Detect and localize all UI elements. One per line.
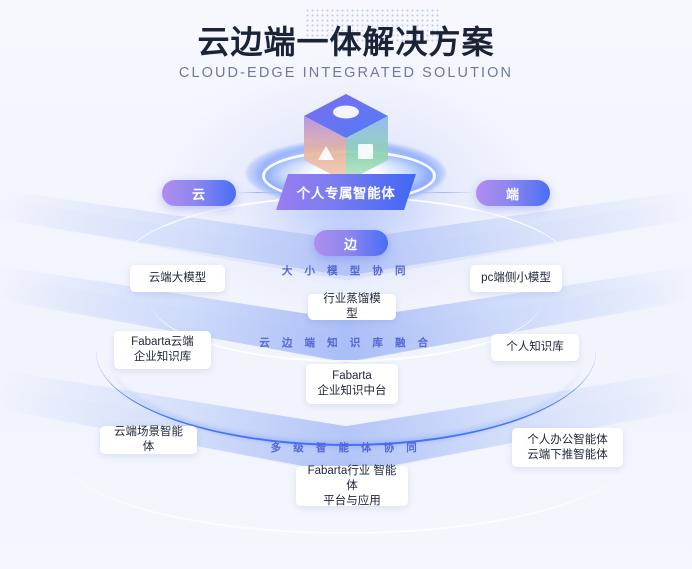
- card-tier3-left[interactable]: 云端场景智能体: [100, 426, 197, 454]
- card-line: 个人知识库: [506, 341, 564, 353]
- hero-cube: [296, 88, 396, 188]
- pill-edge-label: 边: [343, 236, 358, 252]
- card-line: 云端下推智能体: [527, 448, 608, 461]
- page-subtitle: CLOUD-EDGE INTEGRATED SOLUTION: [178, 65, 514, 81]
- card-tier2-center[interactable]: Fabarta 企业知识中台: [306, 364, 398, 404]
- card-tier3-center[interactable]: Fabarta行业 智能体 平台与应用: [296, 464, 408, 507]
- card-tier1-left[interactable]: 云端大模型: [130, 265, 225, 292]
- card-line: pc端侧小模型: [481, 272, 551, 284]
- card-tier2-right[interactable]: 个人知识库: [491, 334, 579, 361]
- pill-device[interactable]: 端: [476, 180, 550, 206]
- connector-left: [236, 192, 280, 193]
- pill-device-label: 端: [505, 186, 520, 202]
- card-tier2-left[interactable]: Fabarta云端 企业知识库: [114, 331, 211, 369]
- card-tier3-right[interactable]: 个人办公智能体 云端下推智能体: [512, 428, 623, 467]
- card-line: Fabarta云端: [131, 336, 194, 348]
- section-header-3: 多 级 智 能 体 协 同: [270, 442, 422, 454]
- connector-right: [414, 192, 474, 193]
- card-tier1-center[interactable]: 行业蒸馏模型: [308, 293, 396, 320]
- card-line: 云端大模型: [148, 272, 207, 284]
- title-block: 云边端一体解决方案 CLOUD-EDGE INTEGRATED SOLUTION: [0, 22, 692, 83]
- card-line: 云端场景智能体: [114, 426, 183, 453]
- card-tier1-right[interactable]: pc端侧小模型: [470, 265, 562, 292]
- card-line: 个人办公智能体: [527, 433, 608, 446]
- section-header-2: 云 边 端 知 识 库 融 合: [259, 337, 433, 349]
- dot-grid-decoration: [305, 8, 440, 42]
- funnel-layer-3: [0, 370, 692, 474]
- card-line: 企业知识中台: [317, 385, 387, 397]
- pill-cloud[interactable]: 云: [162, 180, 236, 206]
- card-line: Fabarta: [332, 370, 372, 382]
- pill-cloud-label: 云: [191, 186, 206, 202]
- section-header-1: 大 小 模 型 协 同: [281, 265, 411, 277]
- card-line: Fabarta行业 智能体: [307, 464, 397, 492]
- center-banner[interactable]: 个人专属智能体: [276, 174, 416, 210]
- pill-edge[interactable]: 边: [314, 230, 388, 256]
- card-line: 行业蒸馏模型: [323, 293, 381, 320]
- card-line: 企业知识库: [133, 351, 192, 363]
- 3d-cube-icon: [304, 94, 388, 182]
- page-title: 云边端一体解决方案: [197, 24, 495, 60]
- center-banner-label: 个人专属智能体: [296, 186, 396, 201]
- card-line: 平台与应用: [323, 494, 381, 507]
